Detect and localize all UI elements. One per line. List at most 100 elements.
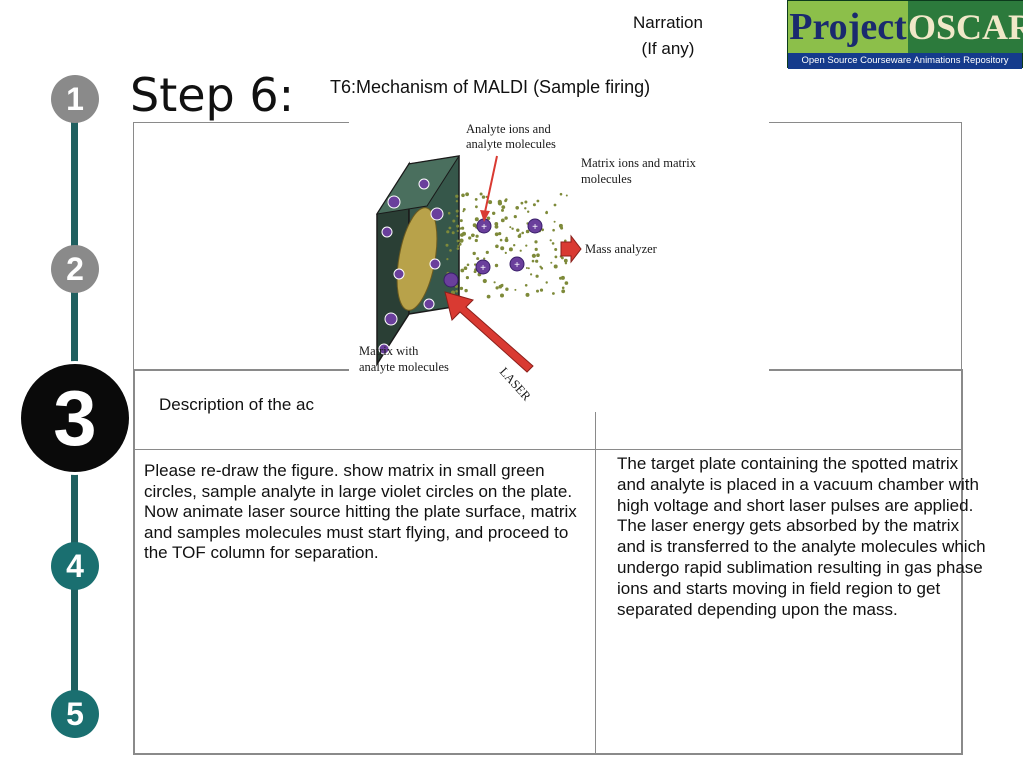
analyte-ion: + bbox=[527, 218, 543, 234]
matrix-molecule bbox=[550, 261, 553, 264]
matrix-molecule bbox=[462, 210, 465, 213]
maldi-figure: + + + + Analyte ions and analyte molecul bbox=[349, 114, 769, 412]
matrix-molecule bbox=[472, 251, 476, 256]
matrix-molecule bbox=[553, 264, 558, 269]
matrix-molecule bbox=[545, 211, 548, 215]
matrix-molecule bbox=[461, 193, 465, 198]
matrix-molecule bbox=[459, 219, 463, 223]
maldi-diagram: + + + + Analyte ions and analyte molecul bbox=[359, 122, 697, 404]
matrix-molecule bbox=[504, 251, 507, 254]
instruction-table: Description of the ac bbox=[133, 369, 963, 755]
matrix-molecule bbox=[455, 209, 459, 213]
matrix-molecule bbox=[516, 228, 520, 232]
matrix-molecule bbox=[558, 223, 563, 228]
matrix-molecule bbox=[505, 236, 508, 240]
matrix-molecule bbox=[498, 232, 502, 236]
matrix-molecule bbox=[536, 253, 540, 257]
matrix-molecule bbox=[504, 199, 507, 203]
matrix-molecule bbox=[501, 208, 504, 212]
svg-text:+: + bbox=[480, 263, 486, 274]
matrix-molecule bbox=[527, 210, 530, 213]
analyte-label-line2: analyte molecules bbox=[466, 137, 556, 151]
step-title: Step 6: bbox=[130, 68, 295, 122]
plate-analyte-molecule bbox=[381, 226, 393, 238]
mass-analyzer-arrow bbox=[560, 234, 582, 264]
matrix-molecule bbox=[459, 238, 464, 243]
matrix-molecule bbox=[560, 275, 565, 280]
matrix-molecule bbox=[525, 229, 530, 234]
matrix-molecule bbox=[535, 259, 539, 263]
step-4-marker[interactable]: 4 bbox=[51, 542, 99, 590]
narration-header-line2: (If any) bbox=[641, 39, 695, 58]
matrix-molecule bbox=[456, 215, 459, 218]
matrix-molecule bbox=[475, 205, 478, 209]
table-header-divider bbox=[135, 449, 961, 450]
matrix-molecule bbox=[481, 195, 486, 199]
matrix-molecule bbox=[492, 211, 496, 215]
matrix-molecule bbox=[565, 194, 568, 197]
laser-arrow bbox=[444, 291, 534, 373]
matrix-molecule bbox=[466, 263, 470, 267]
matrix-molecule bbox=[494, 232, 499, 237]
matrix-molecule bbox=[451, 231, 455, 235]
table-column-divider bbox=[595, 371, 596, 753]
analyte-molecule bbox=[443, 272, 459, 288]
step-5-marker[interactable]: 5 bbox=[51, 690, 99, 738]
matrix-molecule bbox=[464, 288, 468, 293]
matrix-molecule bbox=[524, 284, 528, 287]
matrix-molecule bbox=[500, 293, 504, 298]
matrix-molecule bbox=[564, 262, 568, 265]
step-3-marker-active[interactable]: 3 bbox=[21, 364, 129, 472]
plate-analyte-group bbox=[378, 178, 444, 355]
matrix-molecule bbox=[513, 244, 516, 247]
step-2-marker[interactable]: 2 bbox=[51, 245, 99, 293]
matrix-molecule bbox=[563, 258, 568, 263]
step-1-marker[interactable]: 1 bbox=[51, 75, 99, 123]
matrix-molecule bbox=[511, 227, 514, 230]
matrix-molecule bbox=[456, 224, 460, 228]
matrix-molecule bbox=[509, 226, 512, 229]
matrix-molecule bbox=[495, 244, 499, 249]
matrix-molecule bbox=[539, 265, 542, 268]
matrix-molecule bbox=[452, 219, 456, 223]
matrix-molecule bbox=[474, 198, 478, 201]
plate-analyte-molecule bbox=[418, 178, 430, 190]
matrix-molecule bbox=[553, 203, 557, 207]
matrix-molecule bbox=[553, 220, 556, 223]
matrix-molecule bbox=[520, 201, 524, 205]
matrix-molecule bbox=[462, 208, 466, 211]
plate-analyte-molecule bbox=[387, 195, 401, 209]
matrix-molecule bbox=[552, 292, 555, 295]
matrix-molecule bbox=[501, 205, 506, 209]
matrix-molecule bbox=[532, 203, 536, 207]
matrix-molecule bbox=[552, 228, 555, 232]
matrix-molecule bbox=[486, 294, 491, 299]
matrix-molecule bbox=[527, 267, 530, 270]
narration-header-line1: Narration bbox=[633, 13, 703, 32]
analyte-ion-group: + + + + bbox=[443, 218, 543, 288]
analyte-label-line1: Analyte ions and bbox=[466, 122, 551, 136]
matrix-molecule bbox=[488, 200, 493, 205]
matrix-molecule bbox=[461, 226, 465, 230]
narration-text: The target plate containing the spotted … bbox=[617, 454, 986, 619]
matrix-molecule bbox=[455, 290, 458, 293]
plate-analyte-molecule bbox=[384, 312, 398, 326]
matrix-molecule bbox=[514, 288, 517, 291]
matrix-molecule bbox=[446, 258, 449, 261]
analyte-ion: + bbox=[509, 256, 525, 272]
matrix-molecule bbox=[497, 199, 502, 204]
matrix-ions-label-line2: molecules bbox=[581, 172, 632, 186]
svg-text:+: + bbox=[481, 222, 487, 233]
matrix-molecule bbox=[475, 234, 479, 238]
matrix-molecule bbox=[519, 249, 522, 252]
matrix-molecule bbox=[561, 286, 565, 290]
matrix-molecule bbox=[564, 239, 567, 243]
project-oscar-logo: Project OSCAR Open Source Courseware Ani… bbox=[787, 0, 1023, 69]
matrix-molecule bbox=[499, 238, 503, 242]
matrix-molecule bbox=[551, 242, 555, 245]
matrix-molecule bbox=[549, 239, 552, 242]
plate-analyte-molecule bbox=[430, 207, 444, 221]
matrix-molecule bbox=[494, 224, 499, 229]
description-text: Please re-draw the figure. show matrix i… bbox=[144, 461, 577, 562]
matrix-molecule bbox=[524, 207, 527, 210]
